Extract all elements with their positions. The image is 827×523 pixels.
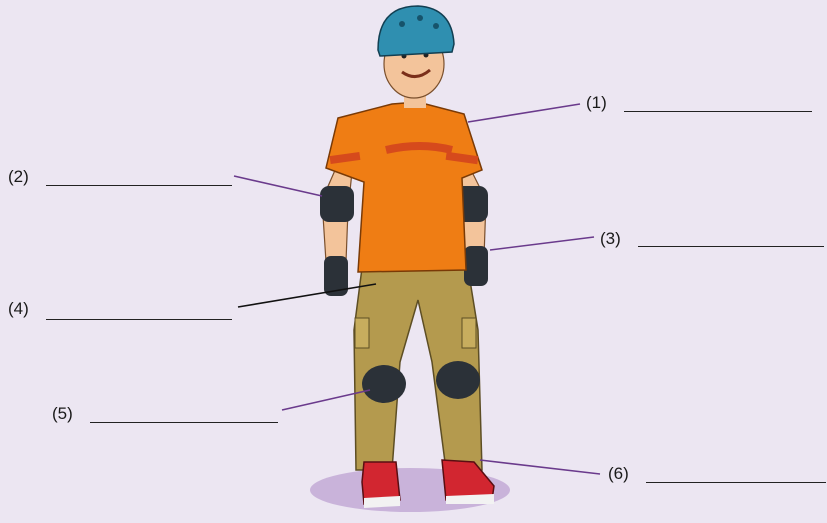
- leader-line-6: [480, 460, 600, 474]
- label-3: (3): [600, 229, 621, 249]
- leader-line-3: [490, 237, 594, 250]
- answer-blank-1[interactable]: [624, 111, 812, 112]
- leader-line-2: [234, 176, 322, 196]
- leader-line-4: [238, 284, 376, 307]
- answer-blank-4[interactable]: [46, 319, 232, 320]
- answer-blank-6[interactable]: [646, 482, 826, 483]
- label-4: (4): [8, 299, 29, 319]
- leader-line-1: [468, 104, 580, 122]
- label-2: (2): [8, 167, 29, 187]
- knee-pads: [362, 361, 480, 403]
- helmet: [378, 6, 454, 56]
- label-1: (1): [586, 93, 607, 113]
- label-5: (5): [52, 404, 73, 424]
- answer-blank-5[interactable]: [90, 422, 278, 423]
- label-6: (6): [608, 464, 629, 484]
- answer-blank-2[interactable]: [46, 185, 232, 186]
- answer-blank-3[interactable]: [638, 246, 824, 247]
